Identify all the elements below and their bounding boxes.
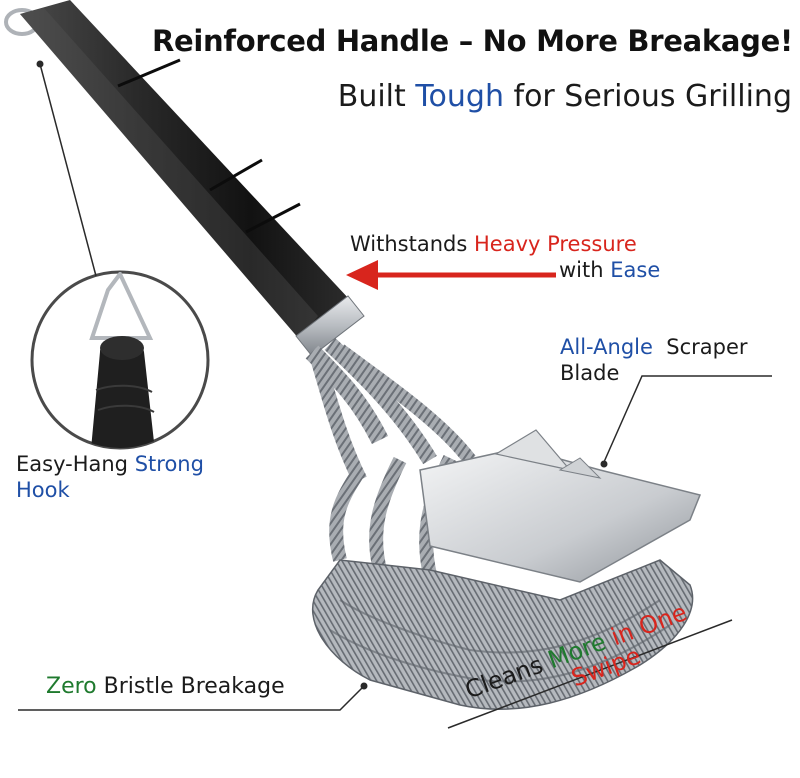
hook-callout: Easy-Hang Strong Hook (16, 452, 204, 503)
hook-line-2: Hook (16, 477, 70, 502)
metal-ferrule (295, 295, 365, 357)
scraper-blade (419, 429, 702, 583)
subhead-pre: Built (337, 79, 416, 114)
pressure-accent: Heavy Pressure (473, 232, 637, 256)
zero-accent: Zero (46, 674, 97, 699)
cleans-underline (447, 619, 733, 729)
hook-line-1: Easy-Hang Strong (16, 452, 204, 478)
scraper-accent: All-Angle (560, 335, 653, 359)
scraper-line-1: All-Angle Scraper (560, 335, 748, 361)
red-arrow-icon (346, 260, 556, 290)
hook-accent: Strong (134, 452, 204, 476)
pressure-pre: Withstands (350, 232, 474, 256)
zero-post: Bristle Breakage (96, 674, 285, 699)
pressure-l2-pre: with (559, 257, 611, 282)
brush-handle (20, 0, 350, 340)
hook-detail-circle (30, 270, 210, 450)
pressure-l2-accent: Ease (610, 257, 661, 282)
coil-brush-head (312, 559, 694, 710)
pressure-line-2: with Ease (350, 258, 660, 284)
scraper-post: Scraper (652, 335, 748, 359)
subhead: Built Tough for Serious Grilling (240, 79, 792, 114)
zero-bristle-leader-line (18, 682, 368, 711)
hook-leader-line (36, 60, 97, 277)
subhead-post: for Serious Grilling (503, 79, 792, 114)
hook-pre: Easy-Hang (16, 452, 135, 476)
subhead-accent: Tough (415, 79, 504, 114)
scraper-line-2: Blade (560, 360, 620, 385)
headline: Reinforced Handle – No More Breakage! (152, 24, 793, 58)
pressure-line-1: Withstands Heavy Pressure (350, 232, 660, 258)
twisted-wire-shafts (305, 338, 476, 484)
scraper-callout: All-Angle Scraper Blade (560, 335, 748, 386)
zero-bristle-callout: Zero Bristle Breakage (46, 674, 285, 701)
pressure-callout: Withstands Heavy Pressure with Ease (350, 232, 660, 283)
scraper-leader-line (600, 375, 772, 468)
